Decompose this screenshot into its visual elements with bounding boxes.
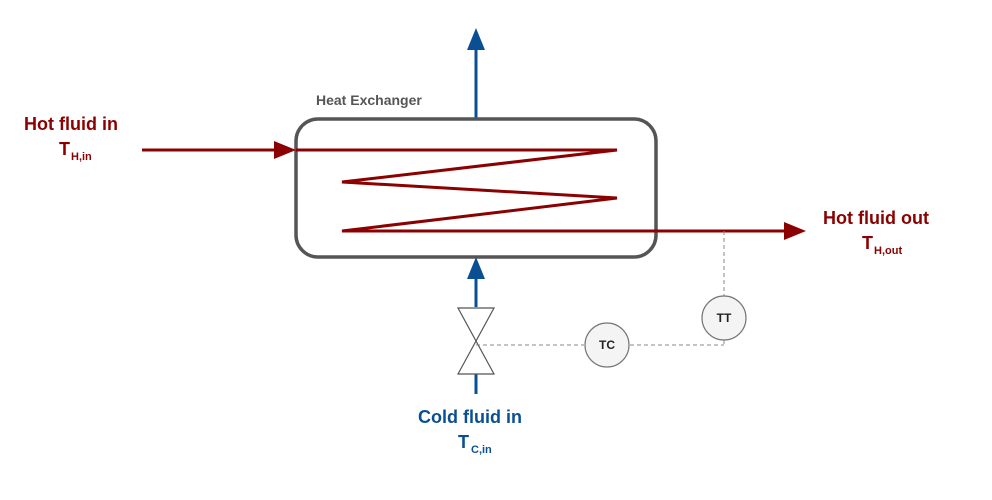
temperature-transmitter-label: TT bbox=[717, 311, 732, 325]
hot-out-label: Hot fluid out bbox=[823, 208, 929, 228]
hot-inlet-arrowhead bbox=[274, 141, 296, 159]
temperature-controller-bubble bbox=[584, 322, 630, 368]
hot-outlet-arrowhead bbox=[784, 222, 806, 240]
control-valve[interactable] bbox=[456, 307, 496, 375]
temperature-controller-label: TC bbox=[599, 338, 615, 352]
hot-in-symbol: T bbox=[59, 139, 70, 159]
heat-exchanger-label: Heat Exchanger bbox=[316, 92, 422, 108]
temperature-transmitter-bubble bbox=[701, 295, 747, 341]
cold-in-label: Cold fluid in bbox=[418, 407, 522, 427]
hot-out-symbol: T bbox=[862, 233, 873, 253]
heat-exchanger-vessel bbox=[294, 117, 658, 259]
temperature-transmitter[interactable]: TT bbox=[701, 295, 747, 341]
cold-inlet-arrowhead bbox=[467, 257, 485, 279]
control-valve-top bbox=[456, 307, 496, 343]
hot-coil bbox=[296, 148, 656, 233]
cold-outlet-arrowhead bbox=[467, 28, 485, 50]
hot-in-label: Hot fluid in bbox=[24, 114, 118, 134]
cold-in-symbol: T bbox=[458, 432, 469, 452]
cold-in-subscript: C,in bbox=[471, 444, 492, 456]
control-valve-bottom bbox=[456, 339, 496, 375]
hot-out-subscript: H,out bbox=[874, 245, 902, 257]
temperature-controller[interactable]: TC bbox=[584, 322, 630, 368]
hot-in-subscript: H,in bbox=[71, 151, 92, 163]
